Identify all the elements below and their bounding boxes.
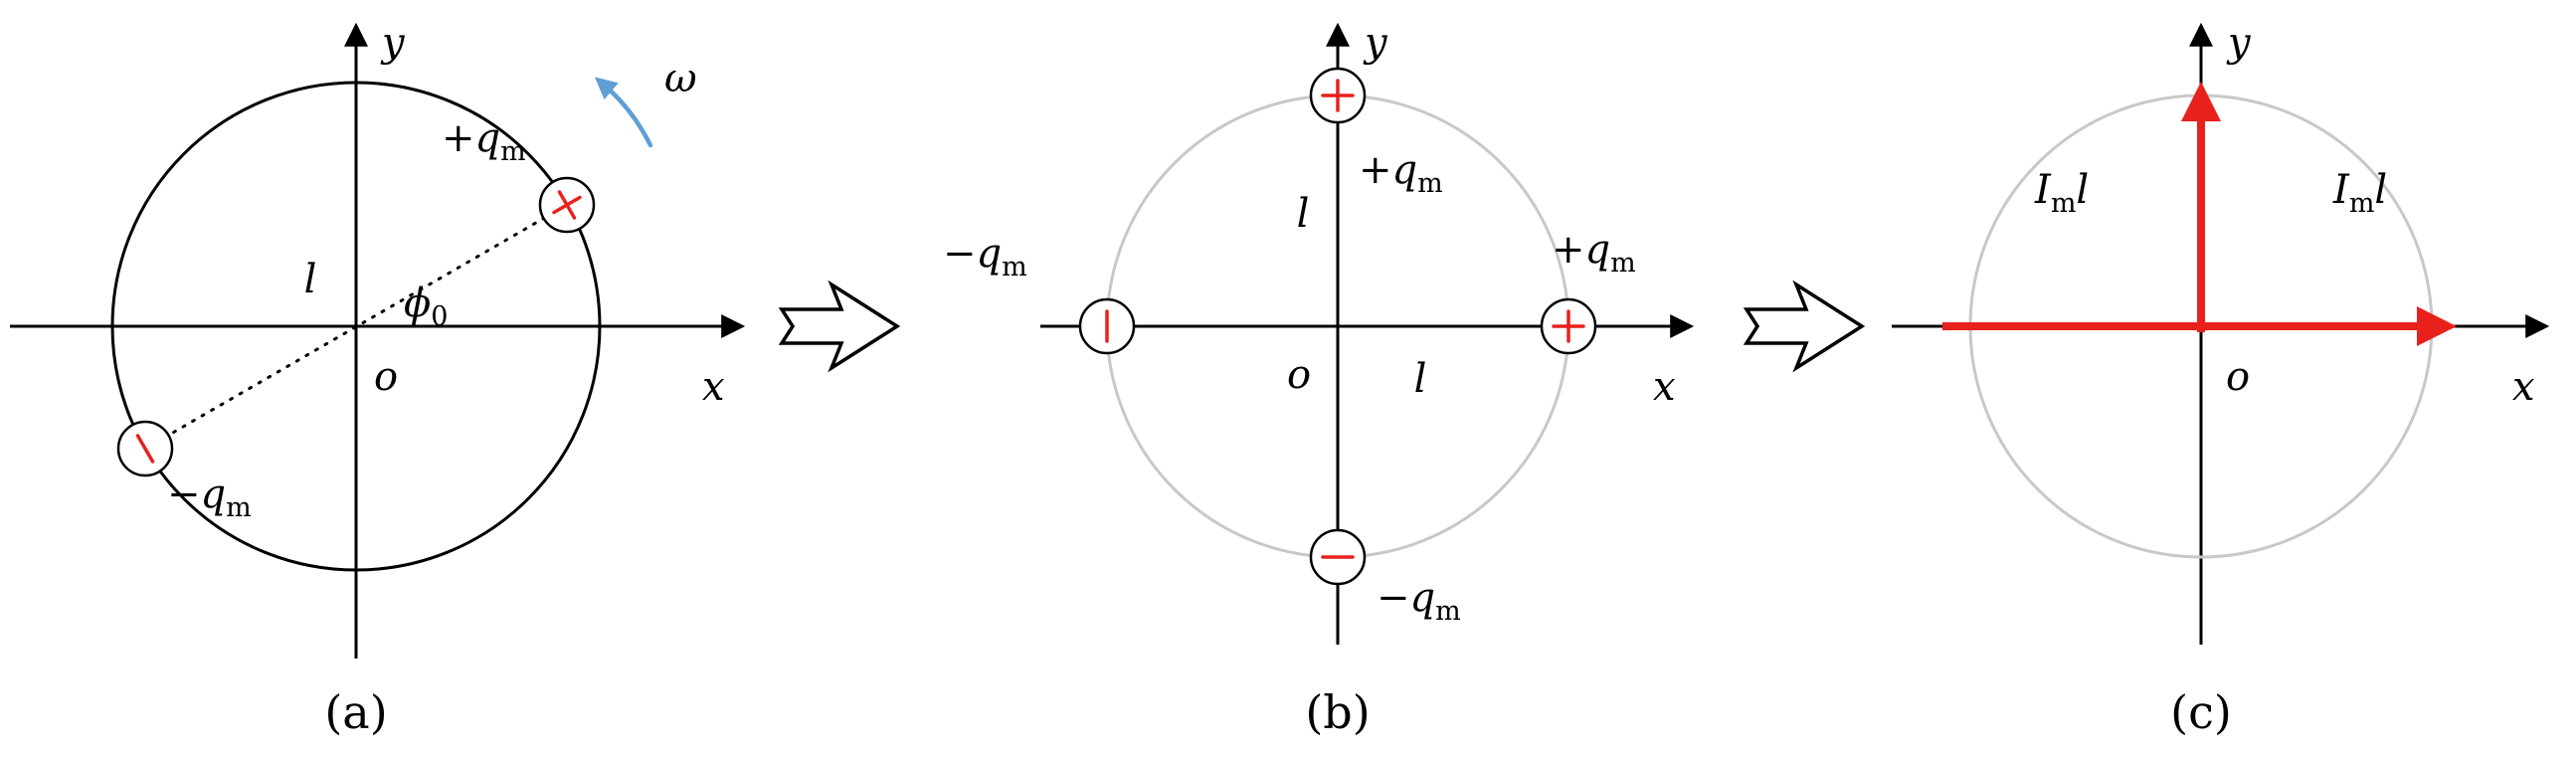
omega-rotation-arrow-icon [594,77,653,148]
negative-charge-a [116,420,174,477]
caption-c: (c) [2170,685,2232,739]
y-axis-label-a: y [380,20,406,66]
radius-label-a: l [304,257,317,302]
equivalence-arrow-2-icon [1743,280,1866,373]
equivalence-arrow-1-icon [778,280,901,373]
minus-charge-label-a: −qm [167,472,252,523]
panel-c: Iml Iml o x y (c) [1892,20,2550,739]
radius-label-x-b: l [1414,356,1427,402]
radius-label-y-b: l [1297,191,1310,237]
bottom-charge-label-b: −qm [1377,575,1461,627]
plus-charge-label-a: +qm [442,115,526,167]
plus-mark-icon [1552,309,1585,343]
y-axis-label-b: y [1363,20,1388,66]
bottom-negative-charge-b [1309,528,1367,586]
x-axis-label-a: x [702,364,725,410]
x-axis-label-c: x [2512,364,2535,410]
x-axis-label-b: x [1653,364,1676,410]
plus-mark-icon [1321,79,1355,112]
origin-label-a: o [374,354,398,400]
origin-label-c: o [2226,354,2250,400]
caption-a: (a) [324,685,387,739]
left-charge-label-b: −qm [943,231,1027,283]
moment-label-right: Iml [2332,167,2387,219]
plus-mark-icon [552,190,582,220]
phase-angle-label: ϕ0 [404,281,448,332]
panel-a: ω +qm −qm l ϕ0 o x y (a) [10,20,746,739]
top-charge-label-b: +qm [1359,147,1443,199]
caption-b: (b) [1305,685,1370,739]
right-charge-label-b: +qm [1552,227,1636,279]
right-positive-charge-b [1540,297,1597,355]
left-negative-charge-b [1078,297,1136,355]
positive-charge-a [538,176,596,234]
minus-mark-icon [135,434,155,464]
top-positive-charge-b [1309,67,1367,124]
omega-label: ω [664,56,697,101]
rotation-circle-a [110,81,602,572]
origin-label-b: o [1287,352,1311,398]
panel-b: −qm +qm +qm −qm l o l x y (b) [943,20,1695,739]
dipole-axis-dashed-line [143,203,569,451]
y-axis-label-c: y [2226,20,2252,66]
moment-label-left: Iml [2034,167,2089,219]
